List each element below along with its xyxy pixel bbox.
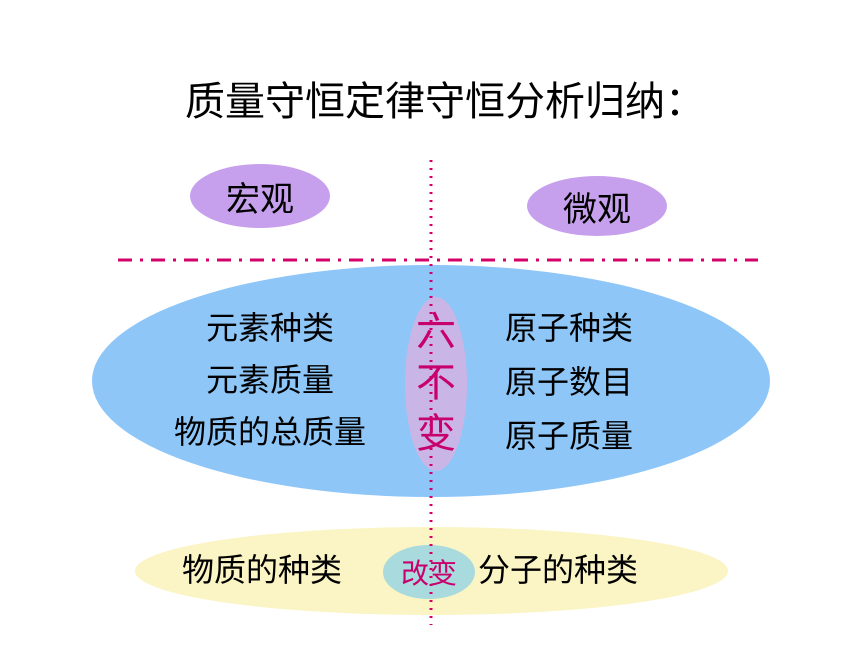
list-item: 元素种类 [205,309,334,347]
six-unchanged-char: 变 [416,411,456,457]
six-unchanged-label: 六 不 变 [405,308,467,458]
changed-center-ellipse [383,545,475,599]
micro-label: 微观 [527,176,667,236]
list-item: 元素质量 [205,361,334,399]
list-item: 物质的总质量 [173,413,366,451]
macro-unchanged-list: 元素种类 元素质量 物质的总质量 [150,302,390,458]
micro-unchanged-list: 原子种类 原子数目 原子质量 [505,302,675,464]
list-item: 原子数目 [505,363,634,401]
six-unchanged-char: 六 [416,309,456,355]
macro-changed-item: 物质的种类 [182,551,343,589]
list-item: 原子种类 [505,309,634,347]
page-title: 质量守恒定律守恒分析归纳： [185,79,705,125]
list-item: 原子质量 [505,417,634,455]
macro-label: 宏观 [190,164,330,228]
changed-label: 改变 [400,557,457,590]
micro-changed-item: 分子的种类 [478,551,639,589]
unchanged-center-ellipse [405,297,467,471]
six-unchanged-char: 不 [416,360,456,406]
